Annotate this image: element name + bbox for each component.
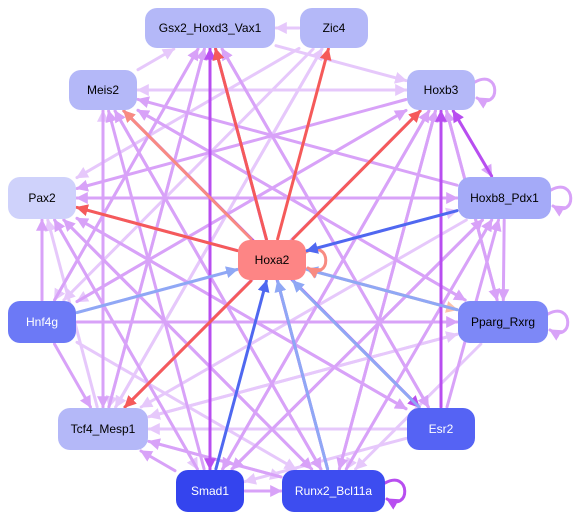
node-label: Runx2_Bcl11a: [294, 484, 373, 498]
edge-hnf4g-to-hoxb3: [75, 108, 408, 304]
edge-hoxa2-to-gsx2: [212, 47, 268, 241]
edge-hoxa2-to-hoxb3: [291, 109, 422, 241]
node-esr2[interactable]: Esr2: [407, 408, 475, 450]
node-label: Esr2: [428, 422, 454, 436]
edge-runx2-to-hoxb8: [344, 218, 494, 471]
edge-hnf4g-to-tcf4: [53, 342, 92, 409]
node-label: Zic4: [322, 21, 346, 35]
edge-hnf4g-to-hoxa2: [75, 266, 239, 315]
node-gsx2[interactable]: Gsx2_Hoxd3_Vax1: [145, 8, 275, 48]
edge-pax2-to-esr2: [75, 216, 408, 411]
node-zic4[interactable]: Zic4: [300, 8, 368, 48]
edge-hoxb8-to-hoxa2: [305, 209, 459, 254]
edge-gsx2-to-hoxb3: [274, 44, 408, 84]
node-smad1[interactable]: Smad1: [176, 470, 244, 512]
edge-gsx2-to-esr2: [220, 47, 430, 409]
edge-hoxb3-to-smad1: [221, 109, 431, 471]
node-hoxa2[interactable]: Hoxa2: [238, 240, 306, 280]
edge-meis2-to-gsx2: [136, 47, 176, 72]
node-pparg[interactable]: Pparg_Rxrg: [458, 301, 548, 343]
node-hoxb8[interactable]: Hoxb8_Pdx1: [458, 177, 551, 219]
node-label: Smad1: [190, 484, 230, 498]
edge-meis2-to-runx2: [113, 109, 323, 471]
edge-smad1-to-hoxa2: [214, 279, 270, 471]
node-label: Tcf4_Mesp1: [70, 422, 136, 436]
edge-hoxa2-to-hoxa2: [304, 247, 328, 279]
edge-pparg-to-pparg: [546, 309, 570, 341]
node-label: Hnf4g: [25, 315, 59, 329]
node-label: Pax2: [28, 191, 56, 205]
node-hoxb3[interactable]: Hoxb3: [407, 70, 475, 110]
node-label: Meis2: [86, 83, 119, 97]
edge-hoxb8-to-pparg: [497, 218, 510, 302]
edge-hoxa2-to-tcf4: [123, 279, 253, 409]
edge-hoxa2-to-zic4: [276, 47, 332, 241]
node-label: Hoxa2: [254, 253, 290, 267]
node-label: Gsx2_Hoxd3_Vax1: [158, 21, 262, 35]
edge-hoxb8-to-meis2: [136, 96, 459, 187]
edge-hoxb8-to-tcf4: [139, 218, 468, 409]
edge-hoxa2-to-meis2: [122, 109, 253, 241]
edge-runx2-to-hoxa2: [274, 279, 330, 471]
edge-meis2-to-pparg: [136, 108, 467, 302]
edge-runx2-to-runx2: [383, 478, 407, 510]
edge-esr2-to-hoxa2: [291, 279, 421, 409]
edge-hoxb8-to-hoxb8: [549, 185, 573, 217]
node-tcf4[interactable]: Tcf4_Mesp1: [58, 408, 148, 450]
edge-hoxb8-to-hoxb3: [451, 109, 494, 178]
edge-zic4-to-tcf4: [114, 47, 324, 409]
node-label: Hoxb3: [423, 83, 459, 97]
node-meis2[interactable]: Meis2: [69, 70, 137, 110]
edge-smad1-to-tcf4: [139, 449, 177, 473]
edge-hoxa2-to-pax2: [75, 204, 239, 253]
node-pax2[interactable]: Pax2: [8, 177, 76, 219]
node-runx2[interactable]: Runx2_Bcl11a: [282, 470, 385, 512]
node-label: Pparg_Rxrg: [470, 315, 536, 329]
edge-hoxb3-to-hoxb3: [473, 77, 497, 109]
node-label: Hoxb8_Pdx1: [470, 191, 539, 205]
edge-pparg-to-hoxa2: [305, 266, 459, 312]
node-hnf4g[interactable]: Hnf4g: [8, 301, 76, 343]
